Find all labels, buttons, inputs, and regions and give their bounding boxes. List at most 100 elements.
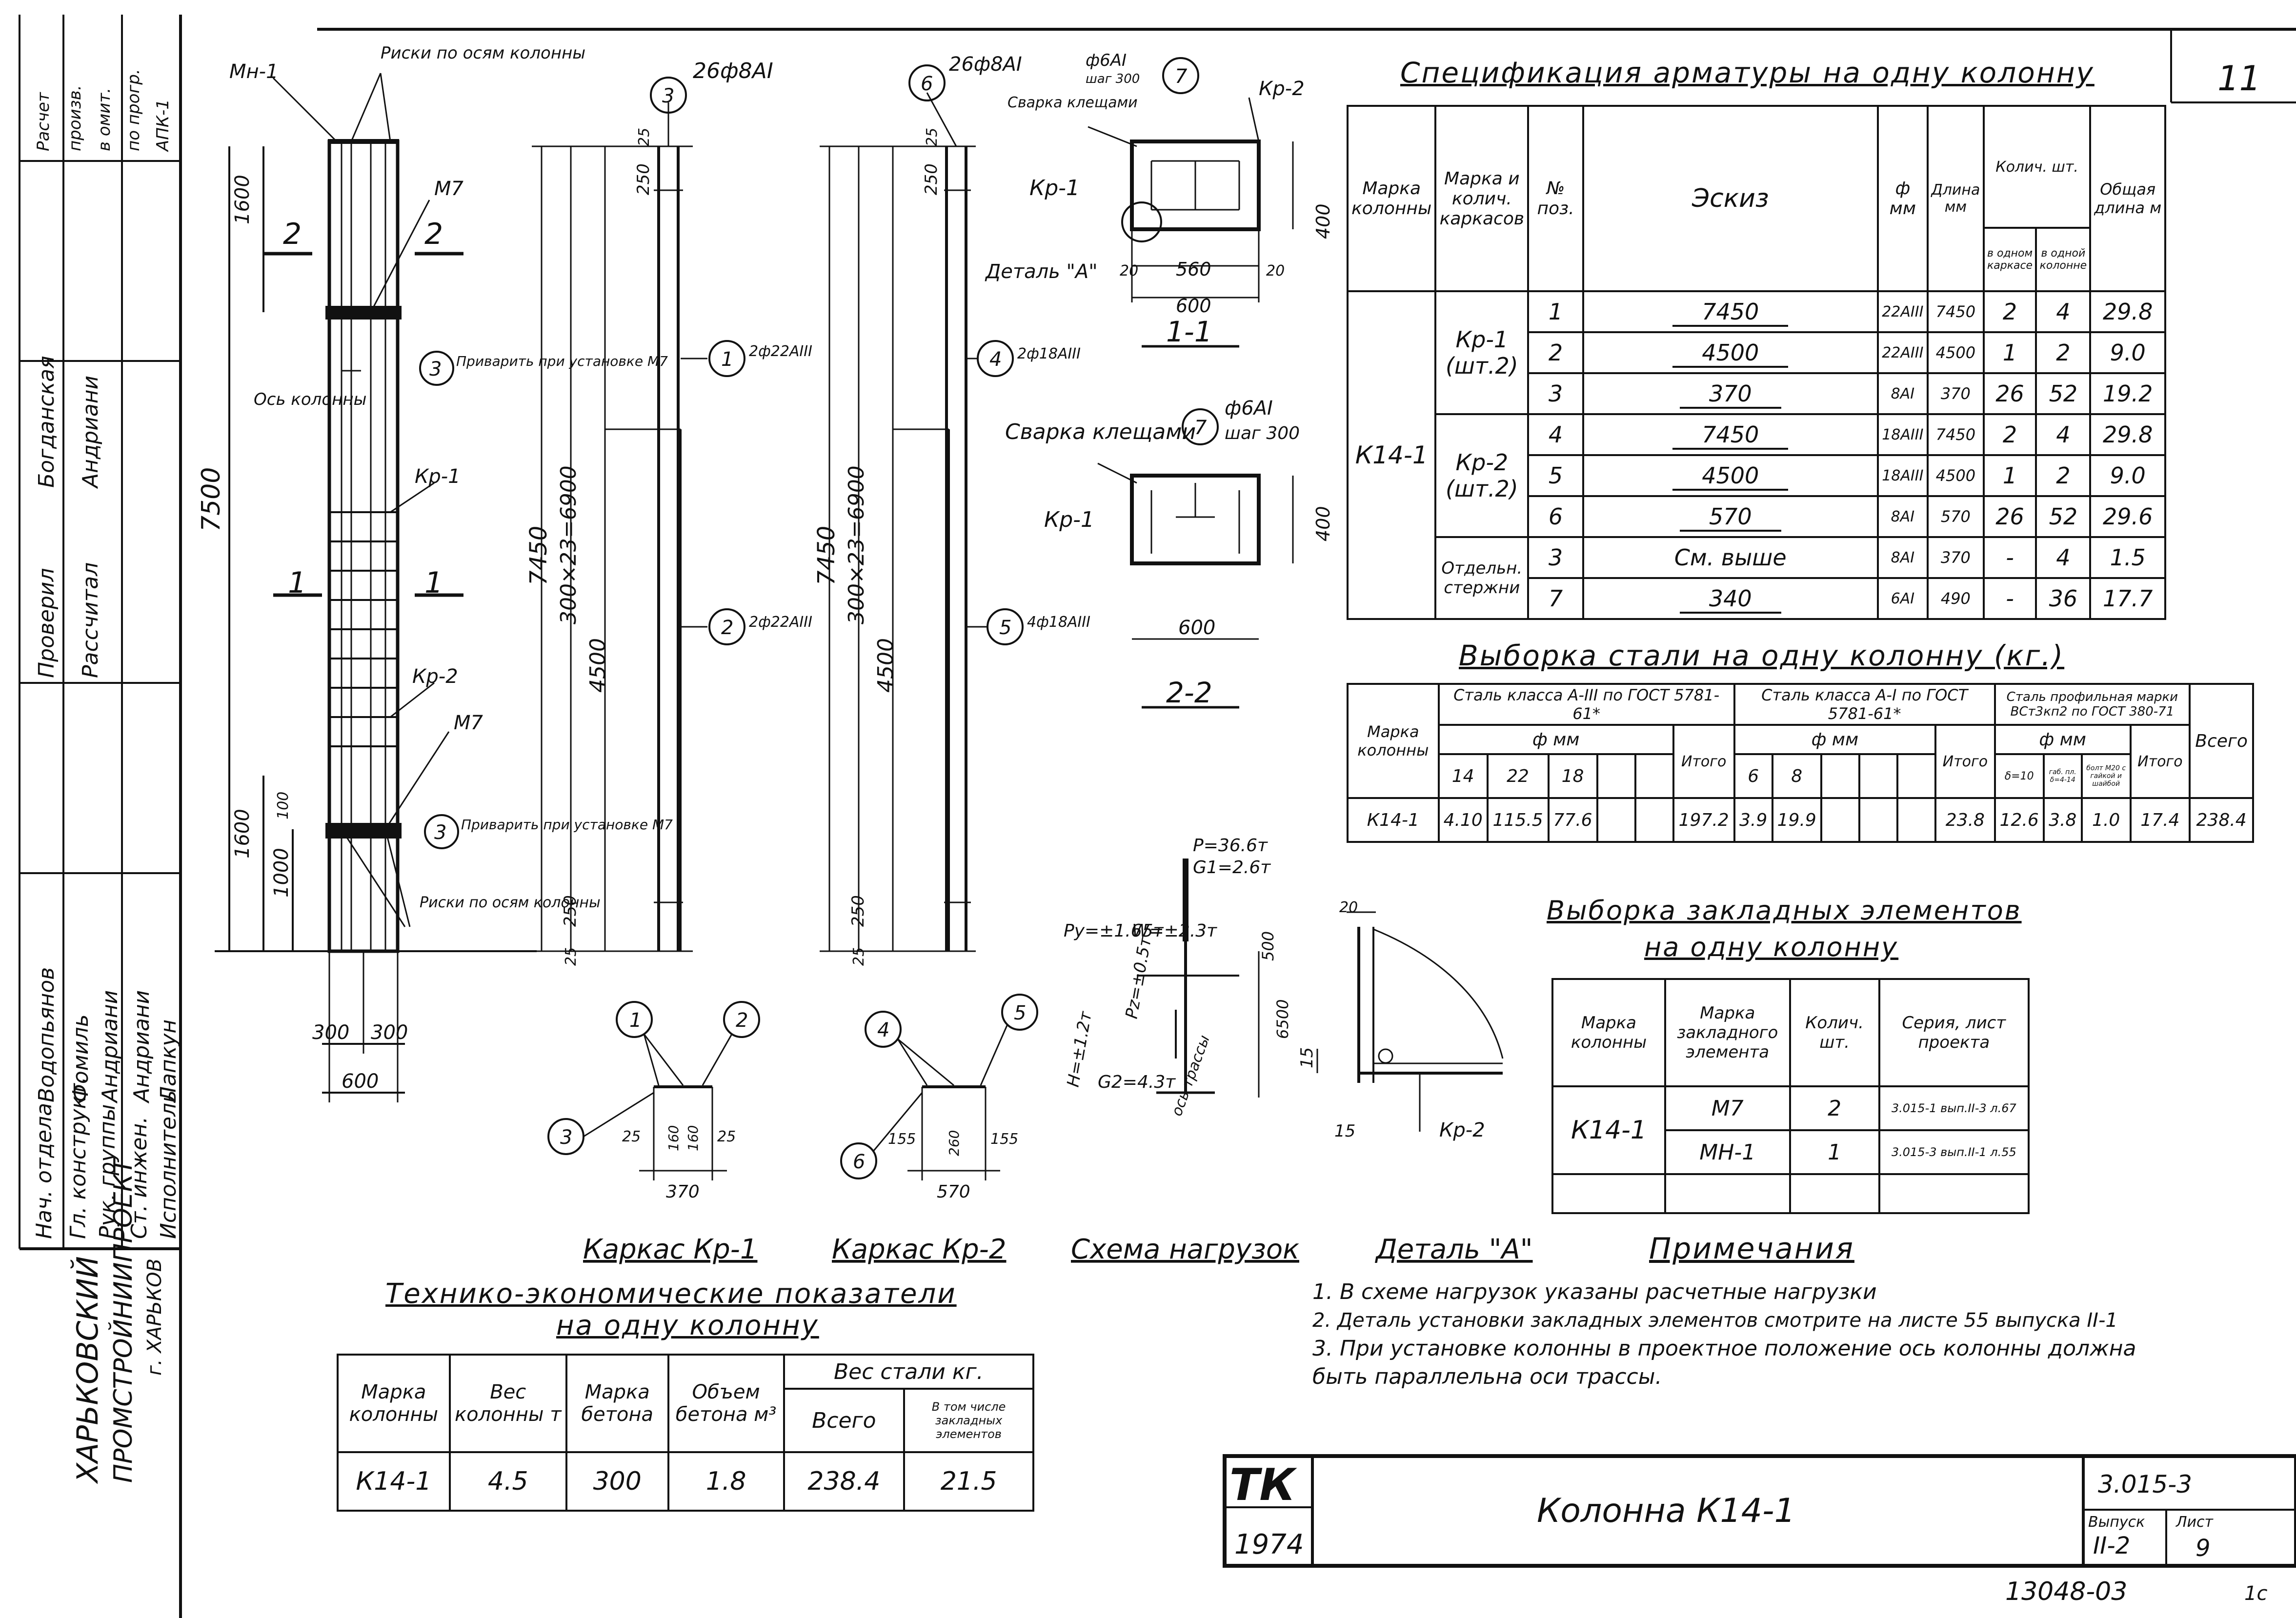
spec-sketch: 370 [1582, 372, 1879, 415]
name-0: Водопьянов [34, 967, 59, 1102]
dim-300-left: 300 [312, 1021, 349, 1044]
emb-h-elem: Марка закладного элемента [1664, 978, 1791, 1087]
side-top-3: в омит. [95, 88, 114, 151]
steel-h-dia-prof: ф мм [1994, 724, 2132, 755]
spec-sketch: 4500 [1582, 331, 1879, 374]
spec-pos: 2 [1527, 331, 1584, 374]
f2-dim-25-bottom: 25 [850, 947, 867, 966]
label-m7-bottom: М7 [454, 712, 483, 734]
column-elevation [215, 73, 537, 1102]
weld-pos-bottom: 3 [434, 821, 446, 844]
spec-len: 370 [1927, 536, 1985, 579]
spec-total: 29.6 [2089, 495, 2166, 538]
emb-series: 3.015-1 вып.II-3 л.67 [1878, 1085, 2030, 1131]
title-sheet-label: Лист [2175, 1514, 2214, 1531]
kr2-dim-570: 570 [937, 1182, 970, 1202]
spec-q2: 4 [2035, 536, 2092, 579]
side-top-4: по прогр. [124, 69, 143, 151]
load-w: W=±2.3т [1132, 921, 1217, 941]
spec-h-total: Общая длина м [2089, 105, 2166, 292]
section-mark-1-right: 1 [424, 566, 443, 600]
sheet-number: 11 [2217, 59, 2261, 99]
steel-cell: 1.0 [2080, 797, 2132, 843]
detailA-dim-20: 20 [1339, 899, 1358, 916]
spec-len: 4500 [1927, 454, 1985, 497]
tech-cell-mark: К14-1 [337, 1451, 451, 1512]
label-column-axis: Ось колонны [254, 390, 366, 409]
spec-total: 19.2 [2089, 372, 2166, 415]
f2-dim-4500: 4500 [873, 638, 898, 693]
steel-cell: 77.6 [1547, 797, 1598, 843]
loads-caption: Схема нагрузок [1071, 1234, 1299, 1265]
tech-title-1: Технико-экономические показатели [385, 1278, 957, 1310]
role-2: Рук. группы [95, 1104, 120, 1239]
f1-dim-250-bottom: 250 [561, 895, 580, 927]
spec-len: 7450 [1927, 413, 1985, 456]
frame-kr2-elevation [820, 57, 1199, 952]
spec-pos: 4 [1527, 413, 1584, 456]
s22-title: 2-2 [1166, 676, 1212, 709]
name-2: Андриани [98, 990, 122, 1104]
spec-table: Марка колонны Марка и колич. каркасов № … [1346, 105, 2166, 620]
load-p: P=36.6т [1193, 836, 1268, 856]
name-1: Фомиль [68, 1014, 93, 1102]
spec-total: 9.0 [2089, 454, 2166, 497]
emb-h-qty: Колич. шт. [1789, 978, 1880, 1087]
s11-dim-20-left: 20 [1120, 262, 1138, 280]
steel-h-prof: Сталь профильная марки ВСт3кп2 по ГОСТ 3… [1994, 683, 2191, 726]
embedded-title-2: на одну колонну [1644, 932, 1899, 962]
f1-pos1: 1 [721, 348, 733, 371]
steel-col: болт М20 с гайкой и шайбой [2080, 753, 2132, 799]
emb-qty: 1 [1789, 1129, 1880, 1175]
steel-cell [1634, 797, 1674, 843]
kr1-caption: Каркас Кр-1 [583, 1234, 758, 1265]
spec-pos: 1 [1527, 290, 1584, 333]
spec-q2: 2 [2035, 331, 2092, 374]
weld-note-bottom: Приварить при установке М7 [461, 817, 673, 833]
spec-q2: 4 [2035, 290, 2092, 333]
emb-h-mark: Марка колонны [1551, 978, 1666, 1087]
kr2-dim-260: 260 [946, 1130, 962, 1156]
steel-col [1820, 753, 1860, 799]
kr2-cross-section [840, 994, 1038, 1180]
spec-len: 570 [1927, 495, 1985, 538]
footer-copy: 1с [2244, 1582, 2267, 1605]
dim-1600-top: 1600 [231, 175, 254, 224]
dim-600: 600 [342, 1070, 379, 1093]
s11-dim-600: 600 [1176, 295, 1211, 317]
f1-dim-250-top: 250 [634, 163, 653, 195]
tech-h-volume: Объем бетона м³ [667, 1354, 785, 1453]
s22-pos7-text: ф6АI [1225, 397, 1273, 419]
steel-col: δ=10 [1994, 753, 2045, 799]
steel-h-total-a1: Итого [1934, 724, 1996, 799]
section-1-1 [1088, 97, 1294, 348]
spec-len: 7450 [1927, 290, 1985, 333]
steel-h-a1: Сталь класса А-I по ГОСТ 5781-61* [1733, 683, 1996, 726]
kr2-pos4: 4 [877, 1019, 889, 1041]
weld-pos-top: 3 [429, 358, 442, 380]
s11-title: 1-1 [1166, 315, 1212, 348]
f1-pos2-text: 2ф22АIII [749, 614, 812, 631]
kr1-dim-25-left: 25 [622, 1128, 641, 1145]
tech-cell-volume: 1.8 [667, 1451, 785, 1512]
org-line3: г. ХАРЬКОВ [143, 1258, 166, 1376]
steel-cell [1596, 797, 1636, 843]
spec-total: 9.0 [2089, 331, 2166, 374]
section-mark-2-right: 2 [424, 217, 443, 251]
spec-pos: 3 [1527, 536, 1584, 579]
emb-h-series: Серия, лист проекта [1878, 978, 2030, 1087]
load-h: H=±1.2т [1063, 1009, 1096, 1088]
steel-col: 18 [1547, 753, 1598, 799]
role-3: Ст. инжен. [127, 1117, 152, 1239]
steel-col: 14 [1437, 753, 1489, 799]
tech-h-mark: Марка колонны [337, 1354, 451, 1453]
f2-dim-250-bottom: 250 [848, 895, 868, 927]
s11-kr2: Кр-2 [1259, 78, 1305, 100]
embedded-title-1: Выборка закладных элементов [1547, 895, 2022, 926]
spec-q1: 2 [1982, 290, 2037, 333]
f2-dim-25-top: 25 [924, 128, 941, 146]
f2-pos7-text: ф6АI [1086, 51, 1127, 70]
f1-dim-7450: 7450 [525, 526, 552, 585]
s22-pos7: 7 [1194, 417, 1207, 439]
dim-7500: 7500 [197, 467, 226, 532]
